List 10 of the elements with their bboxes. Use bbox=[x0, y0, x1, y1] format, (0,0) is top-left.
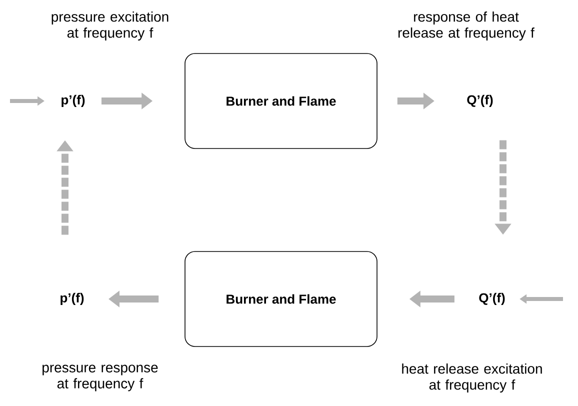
signal-label: p’(f) bbox=[60, 292, 84, 306]
process-box: Burner and Flame bbox=[184, 251, 378, 347]
signal-label: p’(f) bbox=[62, 94, 85, 108]
caption-text: heat release excitation at frequency f bbox=[402, 363, 542, 392]
caption-text: pressure excitation at frequency f bbox=[52, 11, 168, 41]
process-box: Burner and Flame bbox=[184, 53, 378, 149]
signal-label: Q’(f) bbox=[467, 94, 493, 108]
caption-text: response of heat release at frequency f bbox=[398, 11, 534, 41]
caption-text: pressure response at frequency f bbox=[42, 364, 158, 392]
signal-label: Q’(f) bbox=[479, 292, 505, 306]
